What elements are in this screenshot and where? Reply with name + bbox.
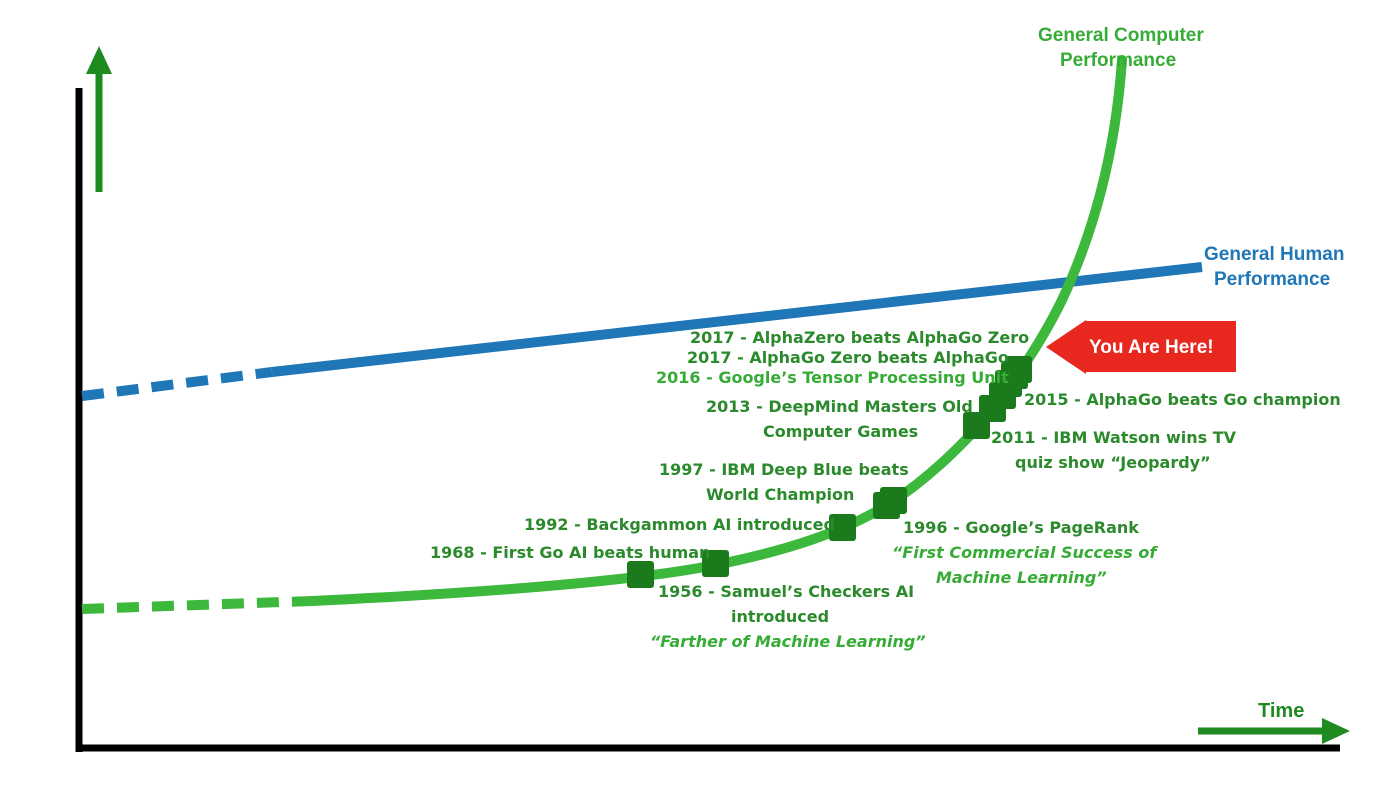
milestone-marker-1968	[627, 561, 654, 588]
computer-label-line2: Performance	[1060, 50, 1176, 71]
milestone-2017-alphazero-label: 2017 - AlphaZero beats AlphaGo Zero	[690, 328, 1029, 347]
milestone-1956-label-line2: introduced	[731, 607, 829, 626]
milestone-1992-label: 1992 - Backgammon AI introduced	[524, 515, 835, 534]
milestone-marker-2017b	[1005, 356, 1032, 383]
milestone-2011-label-line1: 2011 - IBM Watson wins TV	[991, 428, 1237, 447]
milestone-2016-label: 2016 - Google’s Tensor Processing Unit	[656, 368, 1009, 387]
milestone-marker-1992	[829, 514, 856, 541]
milestone-1996-note-line2: Machine Learning”	[936, 568, 1107, 587]
human-label-line2: Performance	[1214, 269, 1330, 290]
milestone-2013-label-line2: Computer Games	[763, 422, 918, 441]
x-axis-arrow-icon	[1198, 718, 1350, 744]
milestone-1956-label-line1: 1956 - Samuel’s Checkers AI	[658, 582, 914, 601]
milestone-1997-label-line1: 1997 - IBM Deep Blue beats	[659, 460, 909, 479]
computer-label-line1: General Computer	[1038, 25, 1204, 46]
milestone-1996-note-line1: “First Commercial Success of	[892, 543, 1158, 562]
human-performance-dashed	[81, 367, 273, 401]
y-axis-arrow-icon	[86, 46, 112, 192]
x-axis-label: Time	[1258, 700, 1304, 722]
computer-performance-dashed	[81, 596, 313, 614]
milestone-2017-alphago-zero-label: 2017 - AlphaGo Zero beats AlphaGo	[687, 348, 1009, 367]
milestone-2011-label-line2: quiz show “Jeopardy”	[1015, 453, 1211, 472]
computer-performance-curve	[307, 55, 1127, 606]
milestone-marker-1956	[702, 550, 729, 577]
you-are-here-callout: You Are Here!	[1046, 320, 1236, 374]
milestone-1968-label: 1968 - First Go AI beats human	[430, 543, 710, 562]
milestone-1997-label-line2: World Champion	[706, 485, 854, 504]
milestone-2015-label: 2015 - AlphaGo beats Go champion	[1024, 390, 1341, 409]
you-are-here-text: You Are Here!	[1089, 337, 1214, 358]
human-label-line1: General Human	[1204, 244, 1344, 265]
milestone-1956-note: “Farther of Machine Learning”	[650, 632, 926, 651]
milestone-1996-label: 1996 - Google’s PageRank	[903, 518, 1139, 537]
human-performance-line	[271, 262, 1203, 377]
milestone-2013-label-line1: 2013 - DeepMind Masters Old	[706, 397, 973, 416]
milestone-marker-1997	[880, 487, 907, 514]
red-arrow-icon	[1046, 320, 1236, 374]
